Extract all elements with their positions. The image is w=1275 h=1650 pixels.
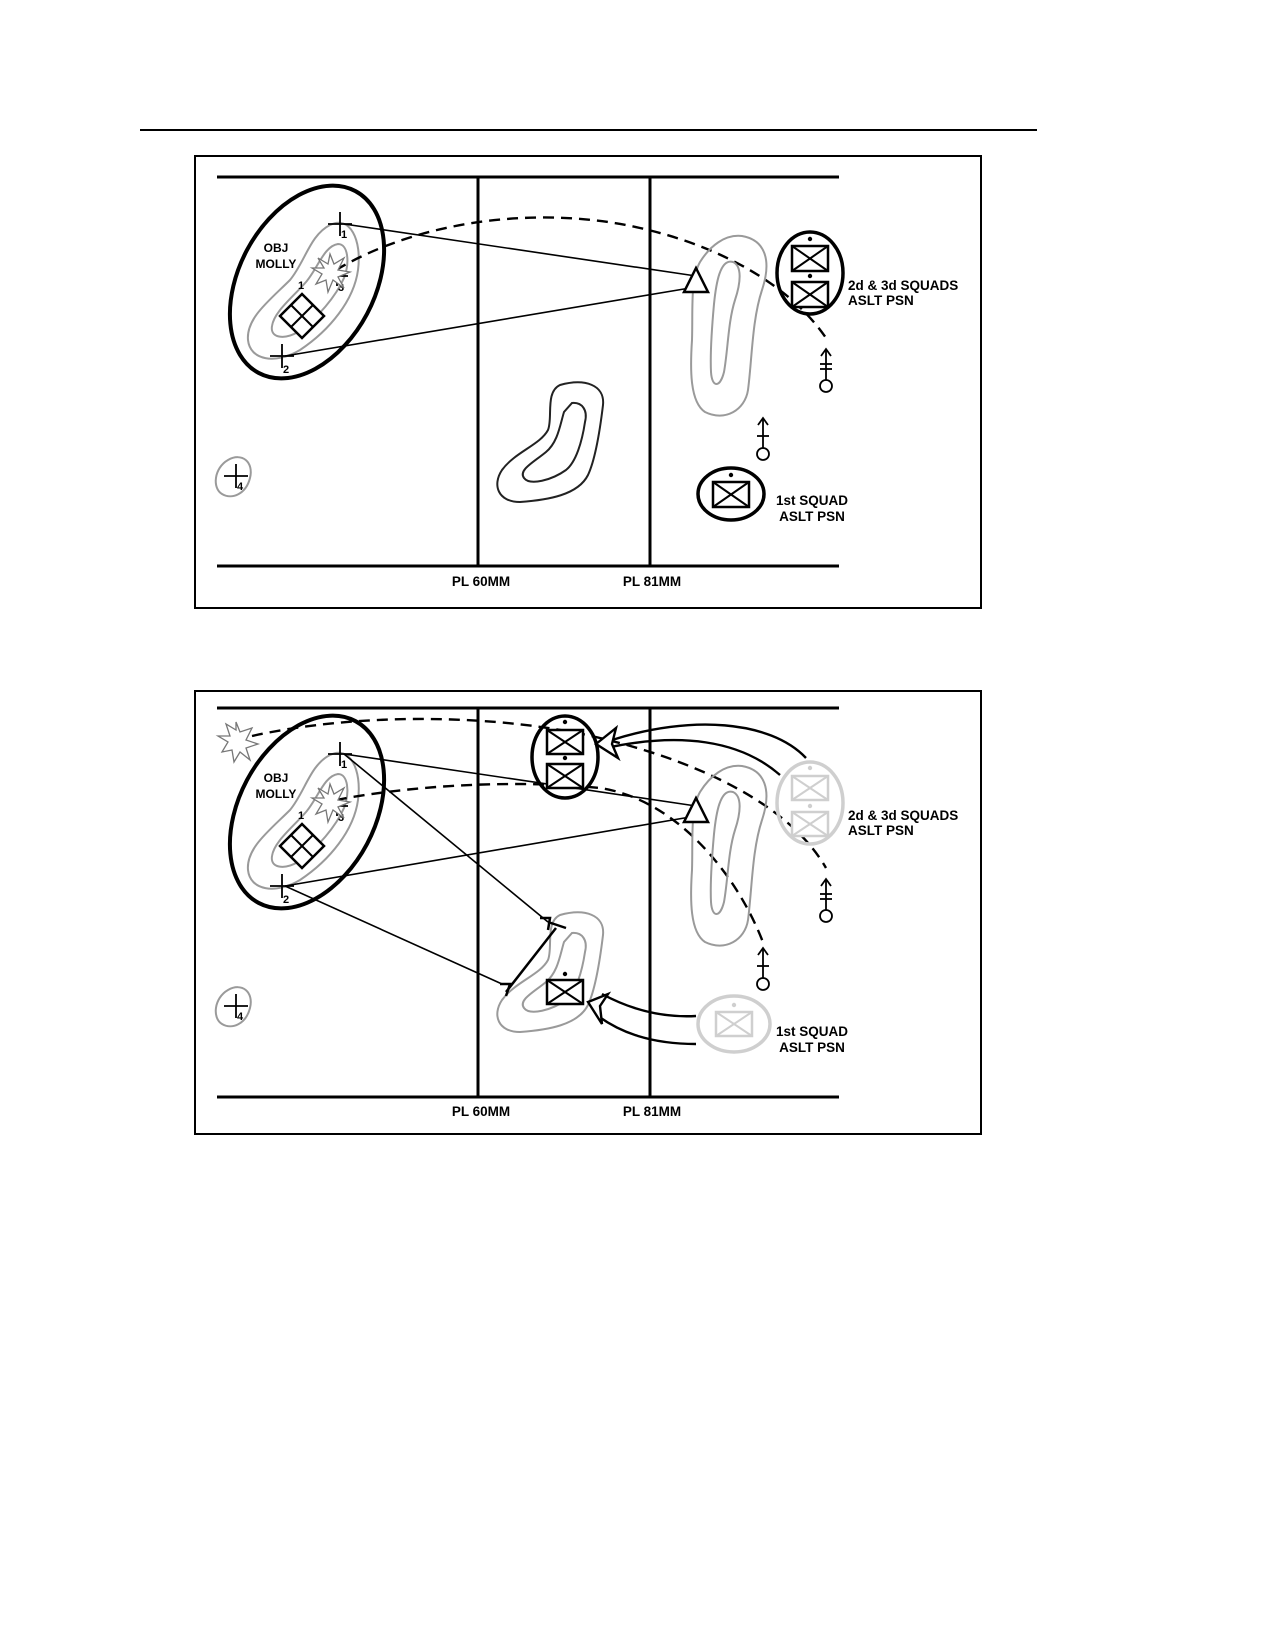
release-point-marker-icon [819, 877, 833, 923]
support-hill-outer-contour [690, 764, 768, 947]
target-label-2: 2 [283, 894, 289, 906]
objective-molly-boundary [227, 183, 387, 381]
middle-hill-inner-contour [521, 931, 587, 1013]
diagram-panel-1: 1 2 3 1 OBJ MOLLY 4 [194, 155, 982, 609]
support-by-fire-position-icon [681, 265, 711, 294]
terrain-contour-trp-4 [214, 456, 252, 498]
squads-2-3-movement-arrow-icon [593, 723, 807, 776]
squads-2-3-label-line2: ASLT PSN [848, 823, 914, 838]
squads-2-3-assault-position [775, 230, 845, 316]
squads-2-3-label-line1: 2d & 3d SQUADS [848, 278, 958, 293]
support-by-fire-position-icon [681, 795, 711, 824]
phase-line-81mm-label: PL 81MM [623, 574, 681, 589]
target-point-1: 1 [328, 212, 352, 241]
target-point-4: 4 [224, 464, 248, 493]
squad-1-previous-position [696, 994, 772, 1054]
explosion-icon [309, 781, 353, 825]
squad-1-label-line2: ASLT PSN [779, 509, 845, 524]
assault-route [335, 216, 827, 339]
phase-line-60mm-label: PL 60MM [452, 574, 510, 589]
sector-of-fire-line-2 [284, 815, 697, 887]
enemy-position-label: 1 [298, 810, 304, 822]
target-label-1: 1 [341, 229, 347, 241]
enemy-position-icon [278, 292, 326, 340]
release-point-marker-icon [819, 347, 833, 393]
assault-route-squads-2-3 [251, 717, 828, 869]
support-hill-inner-contour [709, 790, 741, 915]
target-point-1: 1 [328, 742, 352, 771]
objective-hill-inner-contour [270, 242, 349, 338]
squad-1-assault-position [696, 466, 766, 522]
middle-hill-outer-contour [496, 381, 605, 504]
squad-1-start-point-marker-icon [756, 946, 770, 991]
squad-1-movement-arrow-icon [586, 991, 697, 1046]
phase-line-60mm-label: PL 60MM [452, 1104, 510, 1119]
sector-of-fire-line-2 [284, 286, 697, 357]
target-label-4: 4 [237, 1011, 244, 1023]
sector-of-fire-line-3 [343, 753, 549, 923]
objective-hill-outer-contour [246, 221, 360, 360]
squads-2-3-label-line1: 2d & 3d SQUADS [848, 808, 958, 823]
squad-1-new-position [545, 971, 585, 1006]
diagram-panel-2: 1 2 3 1 OBJ MOLLY 4 [194, 690, 982, 1135]
support-hill-outer-contour [690, 234, 768, 417]
sector-of-fire-line-1 [343, 753, 697, 807]
enemy-position-icon [278, 822, 326, 870]
sector-of-fire-line-1 [343, 223, 697, 277]
target-label-3: 3 [338, 812, 344, 824]
squads-2-3-label-line2: ASLT PSN [848, 293, 914, 308]
squad-1-label-line1: 1st SQUAD [776, 1024, 848, 1039]
target-point-4: 4 [224, 994, 248, 1023]
squad-1-label-line2: ASLT PSN [779, 1040, 845, 1055]
middle-hill-outer-contour [496, 911, 605, 1034]
objective-label-line1: OBJ [264, 771, 289, 785]
panel-frame [194, 155, 982, 609]
target-point-2: 2 [270, 874, 294, 906]
target-point-2: 2 [270, 344, 294, 376]
middle-hill-inner-contour [521, 401, 587, 483]
target-label-3: 3 [338, 282, 344, 294]
target-label-2: 2 [283, 364, 289, 376]
target-label-1: 1 [341, 759, 347, 771]
support-hill-inner-contour [709, 260, 741, 385]
sector-of-fire-line-4 [284, 885, 503, 985]
squads-2-3-previous-position [775, 760, 845, 846]
objective-label-line2: MOLLY [256, 787, 297, 801]
objective-molly-boundary [227, 713, 387, 911]
objective-label-line2: MOLLY [256, 257, 297, 271]
squads-2-3-new-position [530, 714, 600, 800]
objective-label-line1: OBJ [264, 241, 289, 255]
panel-frame [194, 690, 982, 1135]
explosion-icon [215, 721, 261, 764]
squad-1-start-point-marker-icon [756, 416, 770, 461]
explosion-icon [309, 251, 353, 295]
target-label-4: 4 [237, 481, 244, 493]
squad-1-label-line1: 1st SQUAD [776, 493, 848, 508]
squad-1-sector-of-fire [500, 916, 567, 997]
objective-hill-inner-contour [270, 772, 349, 868]
assault-route-squad-1 [335, 782, 766, 946]
terrain-contour-trp-4 [214, 986, 252, 1028]
phase-line-81mm-label: PL 81MM [623, 1104, 681, 1119]
enemy-position-label: 1 [298, 280, 304, 292]
